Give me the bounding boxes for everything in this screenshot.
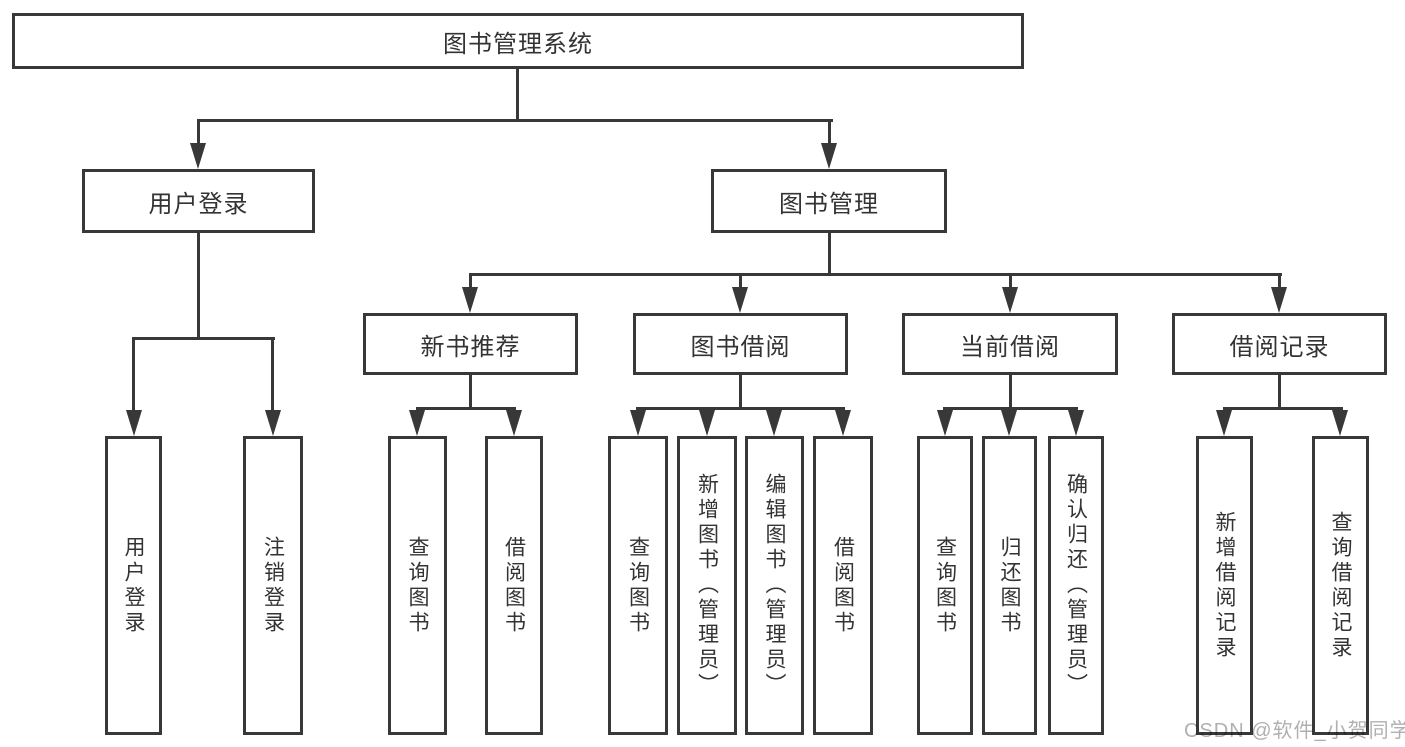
node-leaf-borrowing-edit-books: 编辑图书（管理员） bbox=[745, 436, 804, 735]
node-leaf-current-confirm-return: 确认归还（管理员） bbox=[1048, 436, 1104, 735]
connector-records-hline bbox=[1223, 407, 1343, 410]
arrow-down-icon bbox=[630, 410, 646, 436]
arrow-down-icon bbox=[835, 410, 851, 436]
connector-root-hline bbox=[197, 119, 833, 122]
arrow-down-icon bbox=[190, 143, 206, 169]
connector-bookmgmt-stub3 bbox=[1009, 273, 1012, 289]
node-label: 新增图书（管理员） bbox=[695, 473, 719, 698]
node-label: 查询图书 bbox=[406, 535, 429, 636]
csdn-watermark: CSDN @软件_小贺同学 bbox=[1184, 720, 1405, 742]
node-leaf-borrowing-query-books: 查询图书 bbox=[608, 436, 668, 735]
node-label: 用户登录 bbox=[122, 535, 145, 636]
node-label: 当前借阅 bbox=[960, 333, 1060, 361]
node-label: 查询图书 bbox=[933, 535, 957, 636]
node-borrowing-records: 借阅记录 bbox=[1172, 313, 1387, 375]
connector-root-vline bbox=[516, 69, 519, 121]
node-label: 查询图书 bbox=[626, 535, 650, 636]
connector-bookmgmt-stub2 bbox=[739, 273, 742, 289]
connector-root-stub-left bbox=[197, 119, 200, 145]
arrow-down-icon bbox=[1068, 410, 1084, 436]
node-library-system: 图书管理系统 bbox=[12, 13, 1024, 69]
connector-newbook-vline bbox=[469, 375, 472, 409]
node-new-book-recommend: 新书推荐 bbox=[363, 313, 578, 375]
node-label: 图书借阅 bbox=[690, 333, 791, 361]
arrow-down-icon bbox=[766, 410, 782, 436]
node-label: 查询借阅记录 bbox=[1329, 510, 1352, 661]
node-label: 图书管理 bbox=[779, 190, 879, 218]
node-leaf-borrowing-borrow-books: 借阅图书 bbox=[813, 436, 873, 735]
connector-bookmgmt-vline bbox=[828, 233, 831, 275]
arrow-down-icon bbox=[1271, 287, 1287, 313]
arrow-down-icon bbox=[1332, 410, 1348, 436]
connector-records-vline bbox=[1278, 375, 1281, 409]
node-label: 新增借阅记录 bbox=[1213, 510, 1236, 661]
node-book-borrowing: 图书借阅 bbox=[633, 313, 848, 375]
connector-root-stub-right bbox=[828, 119, 831, 145]
node-leaf-recommend-borrow-books: 借阅图书 bbox=[485, 436, 543, 735]
node-label: 借阅图书 bbox=[502, 535, 526, 636]
arrow-down-icon bbox=[506, 410, 522, 436]
node-leaf-logout: 注销登录 bbox=[243, 436, 303, 735]
node-label: 注销登录 bbox=[261, 535, 285, 636]
node-leaf-records-query-record: 查询借阅记录 bbox=[1312, 436, 1369, 735]
arrow-down-icon bbox=[126, 410, 142, 436]
node-label: 归还图书 bbox=[998, 535, 1021, 636]
node-label: 借阅记录 bbox=[1229, 333, 1330, 361]
arrow-down-icon bbox=[732, 287, 748, 313]
node-user-login: 用户登录 bbox=[82, 169, 315, 233]
node-leaf-current-return-books: 归还图书 bbox=[982, 436, 1037, 735]
connector-userlogin-hline bbox=[132, 337, 275, 340]
connector-borrowing-vline bbox=[739, 375, 742, 409]
node-leaf-current-query-books: 查询图书 bbox=[917, 436, 973, 735]
arrow-down-icon bbox=[821, 143, 837, 169]
connector-userlogin-stub1 bbox=[132, 337, 135, 412]
node-label: 借阅图书 bbox=[831, 535, 855, 636]
arrow-down-icon bbox=[265, 410, 281, 436]
connector-bookmgmt-hline bbox=[469, 273, 1282, 276]
node-book-management: 图书管理 bbox=[711, 169, 947, 233]
node-label: 用户登录 bbox=[148, 190, 249, 218]
connector-bookmgmt-stub1 bbox=[469, 273, 472, 289]
connector-userlogin-stub2 bbox=[271, 337, 274, 412]
node-label: 确认归还（管理员） bbox=[1064, 473, 1088, 698]
node-leaf-recommend-query-books: 查询图书 bbox=[388, 436, 447, 735]
arrow-down-icon bbox=[1001, 410, 1017, 436]
arrow-down-icon bbox=[937, 410, 953, 436]
node-leaf-records-add-record: 新增借阅记录 bbox=[1196, 436, 1253, 735]
connector-bookmgmt-stub4 bbox=[1278, 273, 1281, 289]
node-current-borrowing: 当前借阅 bbox=[902, 313, 1118, 375]
arrow-down-icon bbox=[409, 410, 425, 436]
node-leaf-user-login: 用户登录 bbox=[105, 436, 162, 735]
connector-newbook-hline bbox=[416, 407, 516, 410]
arrow-down-icon bbox=[462, 287, 478, 313]
connector-current-vline bbox=[1009, 375, 1012, 409]
node-leaf-borrowing-add-books: 新增图书（管理员） bbox=[677, 436, 737, 735]
arrow-down-icon bbox=[699, 410, 715, 436]
node-label: 编辑图书（管理员） bbox=[763, 473, 786, 698]
arrow-down-icon bbox=[1216, 410, 1232, 436]
node-label: 新书推荐 bbox=[420, 333, 521, 361]
arrow-down-icon bbox=[1002, 287, 1018, 313]
connector-borrowing-hline bbox=[636, 407, 845, 410]
connector-userlogin-vline bbox=[197, 233, 200, 339]
node-label: 图书管理系统 bbox=[443, 30, 593, 58]
